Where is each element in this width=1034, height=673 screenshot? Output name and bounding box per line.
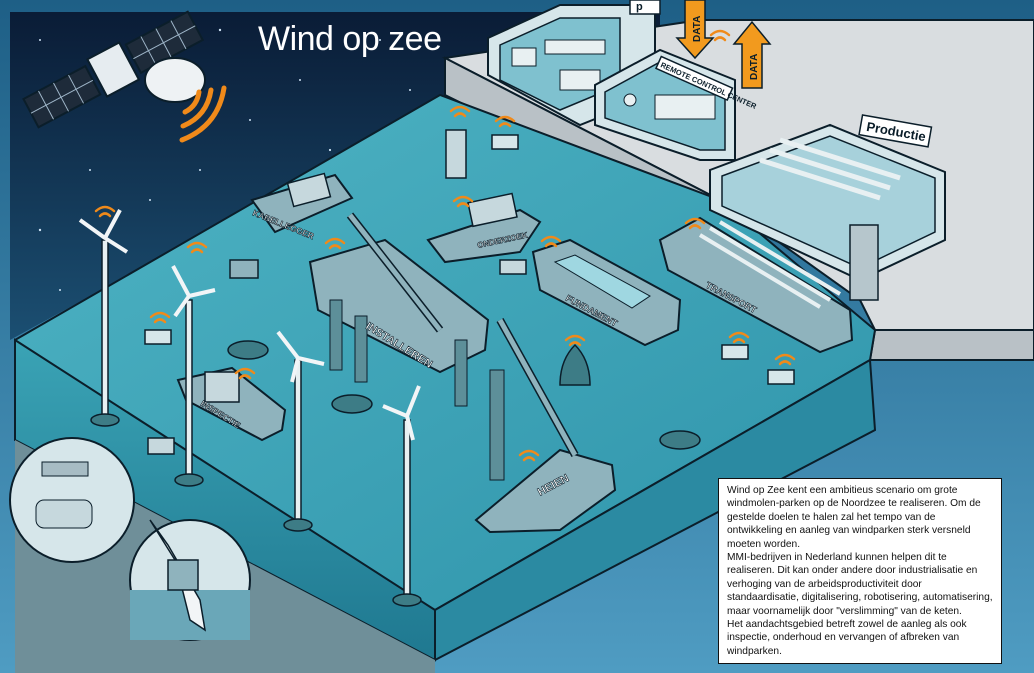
- remote-control-sign: [655, 55, 734, 102]
- page-title: Wind op zee: [258, 20, 442, 58]
- info-paragraph: MMI-bedrijven in Nederland kunnen helpen…: [727, 552, 993, 617]
- detail-circle-underwater: [129, 519, 251, 641]
- data-arrow-down: DATA: [675, 0, 715, 60]
- top-sign: [629, 0, 661, 15]
- signal-icons: [94, 29, 796, 462]
- sensor-post: [445, 129, 467, 179]
- detail-circle-drones: [9, 437, 135, 563]
- heien-vessel: HEIEN: [474, 318, 617, 534]
- foundation-rings: [227, 340, 701, 450]
- svg-text:DATA: DATA: [749, 54, 760, 80]
- onderzoek-vessel: ONDERZOEK: [426, 192, 542, 264]
- satellite-signal-icon: [179, 85, 227, 143]
- info-paragraph: Wind op Zee kent een ambitieus scenario …: [727, 485, 981, 550]
- remote-control-center: [594, 48, 736, 161]
- data-arrow-up: DATA: [732, 20, 772, 89]
- drones: [144, 134, 795, 455]
- info-text-box: Wind op Zee kent een ambitieus scenario …: [718, 478, 1002, 664]
- production-hall: [709, 123, 946, 301]
- top-sign-fragment: p: [636, 1, 643, 13]
- sea-side: [434, 358, 877, 662]
- satellite: [22, 10, 206, 129]
- productie-sign: [858, 114, 933, 148]
- land-side: [868, 329, 1034, 361]
- svg-text:DATA: DATA: [692, 16, 703, 42]
- info-paragraph: Het aandachtsgebied betreft zowel de aan…: [727, 619, 967, 657]
- wind-turbines: [78, 209, 422, 607]
